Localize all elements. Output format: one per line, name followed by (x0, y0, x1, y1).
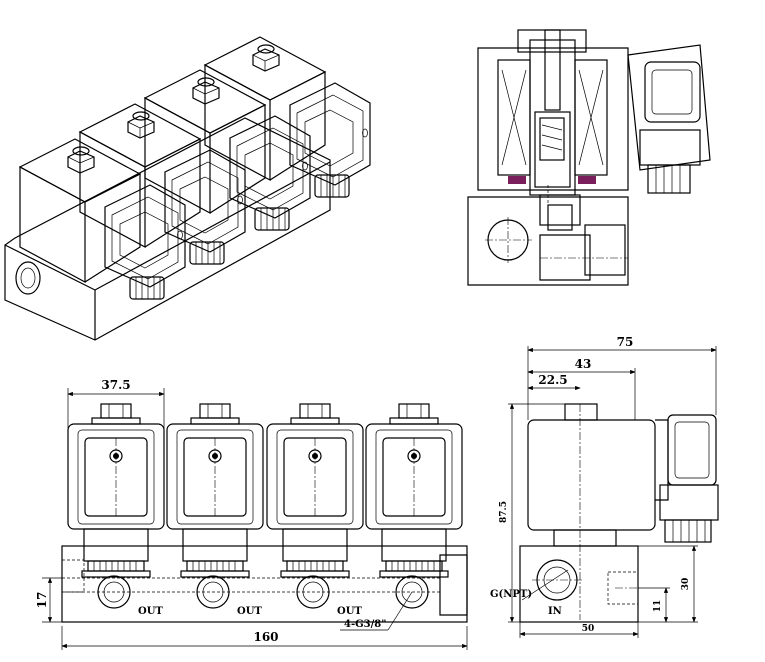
label-inlet-thread: G(NPT) (490, 589, 532, 600)
dim-side-block-width: 50 (582, 624, 595, 634)
dim-coil-width: 37.5 (101, 378, 130, 392)
dim-base-height: 17 (35, 592, 49, 609)
dim-total-length: 160 (253, 630, 278, 644)
label-in: IN (548, 606, 562, 617)
label-out-3: OUT (337, 606, 362, 617)
dim-side-mid-width: 43 (575, 357, 592, 371)
dim-side-block-height: 30 (681, 578, 691, 591)
front-view: 37.5 160 17 OUT OUT OUT 4-G3/8" (35, 378, 468, 650)
dim-side-port-height: 11 (653, 600, 663, 613)
label-out-1: OUT (138, 606, 163, 617)
side-view: 75 43 22.5 87.5 30 11 50 G(NPT) IN (490, 335, 719, 638)
front-ports (97, 575, 429, 609)
label-out-2: OUT (237, 606, 262, 617)
isometric-view (4, 36, 371, 341)
dim-side-total-width: 75 (617, 335, 634, 349)
dim-side-half-coil: 22.5 (538, 373, 567, 387)
label-port-thread: 4-G3/8" (344, 619, 386, 630)
dim-side-height: 87.5 (499, 501, 509, 523)
section-view (467, 29, 711, 286)
